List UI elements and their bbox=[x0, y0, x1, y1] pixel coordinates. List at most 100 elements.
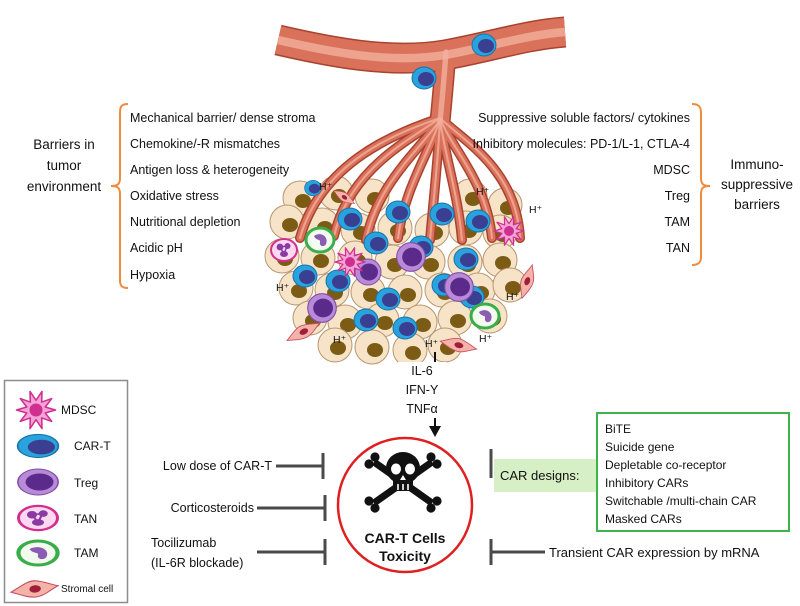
cranium bbox=[386, 452, 420, 484]
cytokine-label: TNFα bbox=[406, 402, 438, 416]
proton-label: H⁺ bbox=[276, 282, 290, 294]
barrier-item: Chemokine/-R mismatches bbox=[130, 137, 280, 151]
tan-nucleus-lobe bbox=[38, 510, 48, 517]
immunosuppressive-item: Inhibitory molecules: PD-1/L-1, CTLA-4 bbox=[473, 137, 690, 151]
stromal-cell bbox=[286, 322, 321, 341]
treg-nucleus bbox=[360, 263, 378, 281]
tan-membrane bbox=[270, 238, 298, 262]
tan-nucleus-lobe bbox=[284, 243, 291, 249]
barrier-item: Oxidative stress bbox=[130, 189, 219, 203]
treg-cell bbox=[307, 293, 337, 323]
immunosuppressive-item: TAM bbox=[665, 215, 690, 229]
car-t-nucleus bbox=[399, 322, 415, 336]
arrow-head bbox=[429, 426, 441, 437]
mdsc-nucleus bbox=[504, 226, 514, 236]
treg-cell-icon bbox=[17, 468, 59, 496]
immunosuppressive-item: Treg bbox=[665, 189, 690, 203]
tumor-cell-nucleus bbox=[295, 194, 311, 208]
bone-end bbox=[370, 503, 380, 513]
intervention-label: Low dose of CAR-T bbox=[163, 459, 272, 473]
vessel-highlight bbox=[438, 116, 522, 240]
stromal-cell bbox=[520, 263, 535, 300]
treg-nucleus bbox=[450, 277, 470, 297]
legend: MDSC CAR-T Treg TAN TAM Stromal cell bbox=[3, 379, 129, 604]
immune-cells bbox=[270, 33, 535, 353]
tumor-environment-barriers: Barriers in tumor environment Mechanical… bbox=[27, 103, 316, 289]
car-t-nucleus bbox=[344, 213, 360, 227]
tumor-cell-nucleus bbox=[505, 281, 521, 295]
car-t-nucleus bbox=[27, 439, 55, 455]
bone-end bbox=[364, 496, 374, 506]
car-t-cell-icon bbox=[16, 433, 60, 459]
tam-cell-icon bbox=[16, 539, 60, 567]
immunosuppressive-barriers: Immuno- suppressive barriers Suppressive… bbox=[473, 103, 793, 266]
tan-nucleus-lobe bbox=[26, 510, 38, 519]
bone-end bbox=[432, 459, 442, 469]
car-designs-connector bbox=[494, 459, 598, 492]
tumor-cell-nucleus bbox=[313, 254, 329, 268]
barrier-item: Mechanical barrier/ dense stroma bbox=[130, 111, 316, 125]
stromal-nucleus bbox=[29, 585, 41, 593]
tumor-cell-nucleus bbox=[340, 318, 356, 332]
car-t-nucleus bbox=[436, 208, 452, 222]
car-design-item: Depletable co-receptor bbox=[605, 458, 726, 472]
eye-socket bbox=[391, 463, 401, 475]
car-t-nucleus bbox=[418, 72, 434, 86]
tumor-cell-nucleus bbox=[291, 284, 307, 298]
legend-label: Treg bbox=[74, 476, 98, 490]
tumor-cell-nucleus bbox=[363, 288, 379, 302]
car-t-nucleus bbox=[392, 206, 408, 220]
stromal-nucleus bbox=[454, 342, 464, 349]
stromal-nucleus bbox=[299, 328, 309, 335]
tumor-cell-nucleus bbox=[495, 256, 511, 270]
tumor-cell-nucleus bbox=[415, 318, 431, 332]
stromal-nucleus bbox=[524, 277, 531, 286]
treg-cell bbox=[354, 258, 382, 286]
barrier-item: Nutritional depletion bbox=[130, 215, 241, 229]
circulating-car-t-cell bbox=[411, 66, 437, 90]
bone-end bbox=[432, 496, 442, 506]
tan-nucleus-link bbox=[278, 245, 289, 256]
car-t-nucleus bbox=[460, 253, 476, 267]
tumor-cell-nucleus bbox=[282, 218, 298, 232]
car-t-nucleus bbox=[478, 39, 494, 53]
intervention-label: (IL-6R blockade) bbox=[151, 556, 243, 570]
barriers-heading-line: tumor bbox=[47, 158, 82, 173]
legend-label: Stromal cell bbox=[61, 584, 113, 595]
immunosuppressive-heading-line: barriers bbox=[734, 197, 780, 212]
car-design-item: Suicide gene bbox=[605, 440, 675, 454]
intervention-label: Corticosteroids bbox=[171, 501, 254, 515]
right-brace bbox=[691, 103, 711, 266]
skull bbox=[386, 452, 420, 491]
intervention-label: Transient CAR expression by mRNA bbox=[549, 545, 760, 560]
left-interventions: Low dose of CAR-T Corticosteroids Tocili… bbox=[151, 453, 327, 570]
toxicity-title: CAR-T Cells bbox=[365, 530, 446, 546]
tumor-cell-nucleus bbox=[377, 316, 393, 330]
cytokine-label: IL-6 bbox=[411, 364, 433, 378]
bone-end bbox=[426, 503, 436, 513]
cytokine-release-arrow: IL-6 IFN-Y TNFα bbox=[398, 352, 446, 437]
mdsc-nucleus bbox=[29, 403, 43, 417]
toxicity-title: Toxicity bbox=[379, 548, 431, 564]
proton-label: H⁺ bbox=[333, 334, 347, 346]
car-design-item: Inhibitory CARs bbox=[605, 476, 688, 490]
car-t-nucleus bbox=[370, 237, 386, 251]
car-t-nucleus bbox=[360, 314, 376, 328]
car-t-nucleus bbox=[308, 183, 320, 194]
proton-label: H⁺ bbox=[529, 204, 543, 216]
car-t-cell bbox=[337, 207, 363, 231]
tan-cell-icon bbox=[17, 504, 59, 532]
treg-nucleus bbox=[313, 298, 333, 318]
car-t-cell bbox=[385, 200, 411, 224]
car-t-cell bbox=[363, 231, 389, 255]
mdsc-cell bbox=[334, 247, 366, 277]
bone-end bbox=[370, 452, 380, 462]
treg-nucleus bbox=[402, 247, 422, 267]
tam-nucleus bbox=[29, 547, 48, 560]
blood-vessel bbox=[274, 16, 567, 245]
legend-label: MDSC bbox=[61, 403, 97, 417]
tam-cell bbox=[469, 302, 501, 330]
tumor-cell-nucleus bbox=[405, 346, 421, 360]
treg-cell bbox=[444, 272, 474, 302]
